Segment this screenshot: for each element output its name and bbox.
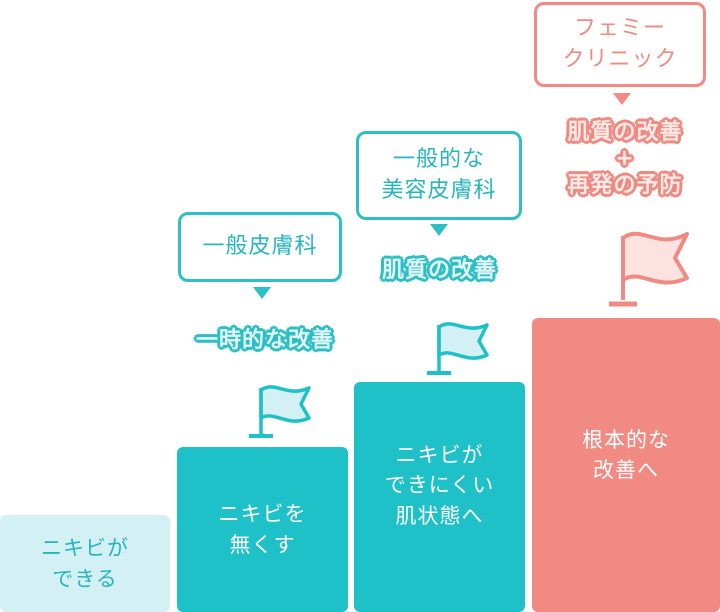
flag-icon — [609, 231, 689, 307]
bubble-1-tail — [253, 287, 271, 299]
result-temporary-improvement: 一時的な改善 — [195, 328, 334, 353]
step-3-label: ニキビが できにくい 肌状態へ — [384, 443, 495, 528]
bubble-cosmetic-dermatology: 一般的な 美容皮膚科 — [356, 131, 522, 220]
step-1-label: ニキビが できる — [41, 536, 129, 591]
bubble-femi-clinic: フェミー クリニック — [534, 2, 706, 87]
step-2-block: ニキビを 無くす — [177, 447, 348, 612]
bubble-3-tail — [613, 93, 631, 105]
result-skin-quality: 肌質の改善 — [381, 258, 497, 283]
flag-icon — [249, 385, 311, 438]
step-4-label: 根本的な 改善へ — [582, 427, 670, 482]
bubble-general-dermatology: 一般皮膚科 — [178, 212, 342, 282]
bubble-2-tail — [430, 224, 448, 236]
flag-icon — [427, 322, 489, 375]
result-skin-quality-prevention: 肌質の改善 + 再発の予防 — [567, 120, 683, 198]
step-1-block: ニキビが できる — [0, 515, 170, 612]
step-3-block: ニキビが できにくい 肌状態へ — [354, 382, 525, 612]
step-2-label: ニキビを 無くす — [218, 502, 307, 557]
step-4-block: 根本的な 改善へ — [532, 318, 720, 612]
